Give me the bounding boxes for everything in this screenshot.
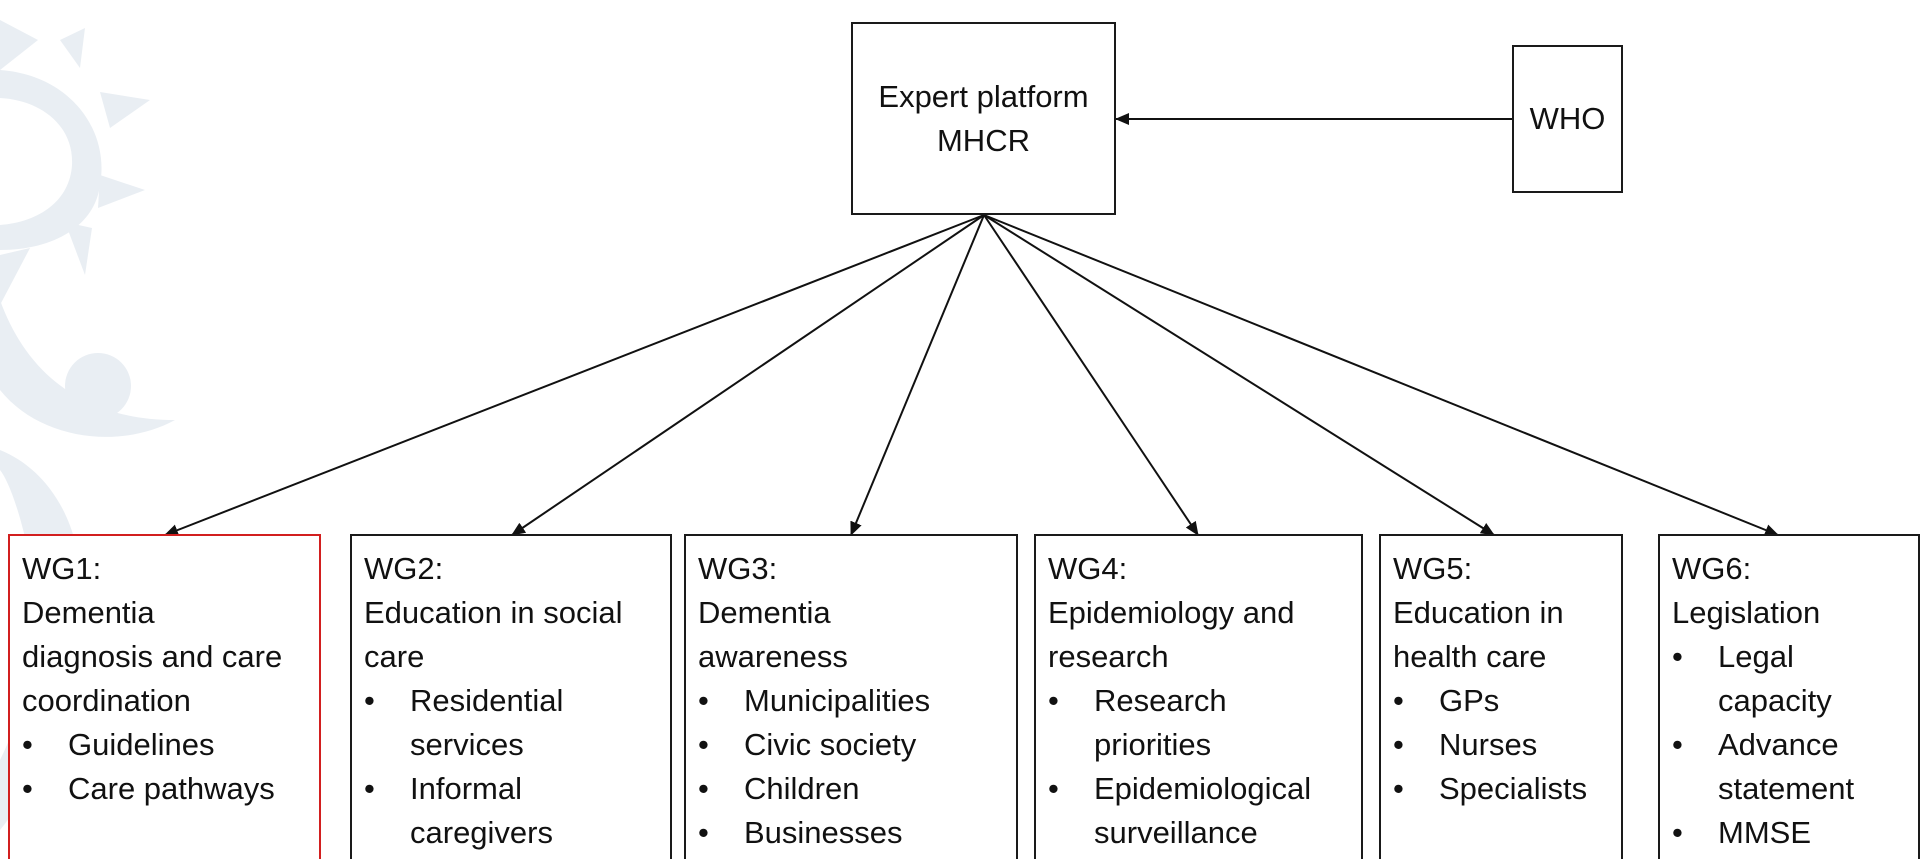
expert-platform-box: Expert platform MHCR (851, 22, 1116, 215)
wg6-item-list: Legal capacity Advance statement MMSE (1672, 635, 1918, 855)
wg3-box: WG3: Dementia awareness Municipalities C… (684, 534, 1018, 859)
wg3-item-text: Businesses (744, 815, 903, 850)
wg5-title-line: health care (1393, 639, 1547, 674)
who-label: WHO (1529, 101, 1606, 136)
wg4-box: WG4: Epidemiology and research Research … (1034, 534, 1363, 859)
wg1-title-line: coordination (22, 683, 191, 718)
wg4-list-item: Research priorities (1048, 679, 1361, 767)
wg3-title-line: Dementia (698, 595, 831, 630)
expert-platform-line2: MHCR (936, 122, 1030, 158)
wg1-list-item: Guidelines (22, 723, 319, 767)
wg6-id: WG6: (1672, 551, 1752, 586)
wg4-item-text: Research (1094, 683, 1227, 718)
wg2-item-text: Residential (410, 683, 564, 718)
wg4-item-list: Research priorities Epidemiological surv… (1048, 679, 1361, 855)
wg5-list-item: GPs (1393, 679, 1621, 723)
arrow-platform-to-wg3 (850, 214, 985, 536)
wg2-item-list: Residential services Informal caregivers (364, 679, 670, 855)
wg1-title-line: diagnosis and care (22, 639, 283, 674)
wg3-list-item: Municipalities (698, 679, 1016, 723)
wg6-list-item: Legal capacity (1672, 635, 1918, 723)
wg3-item-list: Municipalities Civic society Children Bu… (698, 679, 1016, 855)
wg2-title-line: Education in social (364, 595, 623, 630)
expert-platform-line1: Expert platform (878, 78, 1089, 114)
wg2-list-item: Informal caregivers (364, 767, 670, 855)
wg3-list-item: Civic society (698, 723, 1016, 767)
wg4-title-line: research (1048, 639, 1169, 674)
wg4-item-text: Epidemiological (1094, 771, 1312, 806)
wg5-item-text: Nurses (1439, 727, 1538, 762)
wg6-list-item: MMSE (1672, 811, 1918, 855)
wg1-title-line: Dementia (22, 595, 155, 630)
wg5-id: WG5: (1393, 551, 1473, 586)
wg3-id: WG3: (698, 551, 778, 586)
wg2-item-text: Informal (410, 771, 522, 806)
wg2-id: WG2: (364, 551, 444, 586)
wg3-list-item: Children (698, 767, 1016, 811)
wg1-box: WG1: Dementia diagnosis and care coordin… (8, 534, 321, 859)
wg5-list-item: Specialists (1393, 767, 1621, 811)
wg2-title-line: care (364, 639, 425, 674)
wg6-box: WG6: Legislation Legal capacity Advance … (1658, 534, 1920, 859)
wg3-item-text: Civic society (744, 727, 917, 762)
wg3-item-text: Children (744, 771, 860, 806)
wg6-item-text: MMSE (1718, 815, 1811, 850)
wg1-item-list: Guidelines Care pathways (22, 723, 319, 811)
wg6-item-text: Legal (1718, 639, 1794, 674)
who-box: WHO (1512, 45, 1623, 193)
wg6-title-line: Legislation (1672, 595, 1821, 630)
wg1-item-text: Care pathways (68, 771, 275, 806)
wg5-title-line: Education in (1393, 595, 1564, 630)
wg6-list-item: Advance statement (1672, 723, 1918, 811)
wg5-item-text: Specialists (1439, 771, 1588, 806)
arrow-platform-to-wg6 (983, 214, 1779, 536)
wg1-list-item: Care pathways (22, 767, 319, 811)
wg6-item-text: capacity (1718, 683, 1832, 718)
wg1-id: WG1: (22, 551, 102, 586)
expert-platform-label: Expert platform MHCR (878, 75, 1088, 163)
wg5-item-text: GPs (1439, 683, 1500, 718)
wg4-item-text: surveillance (1094, 815, 1258, 850)
wg2-box: WG2: Education in social care Residentia… (350, 534, 672, 859)
wg4-item-text: priorities (1094, 727, 1212, 762)
wg1-item-text: Guidelines (68, 727, 215, 762)
wg4-list-item: Epidemiological surveillance (1048, 767, 1361, 855)
wg4-id: WG4: (1048, 551, 1128, 586)
wg6-item-text: Advance (1718, 727, 1839, 762)
wg2-item-text: services (410, 727, 524, 762)
wg3-list-item: Businesses (698, 811, 1016, 855)
wg5-list-item: Nurses (1393, 723, 1621, 767)
arrow-platform-to-wg2 (511, 214, 985, 536)
wg5-box: WG5: Education in health care GPs Nurses… (1379, 534, 1623, 859)
wg3-title-line: awareness (698, 639, 848, 674)
wg6-item-text: statement (1718, 771, 1855, 806)
wg4-title-line: Epidemiology and (1048, 595, 1295, 630)
wg5-item-list: GPs Nurses Specialists (1393, 679, 1621, 811)
wg3-item-text: Municipalities (744, 683, 931, 718)
wg2-item-text: caregivers (410, 815, 553, 850)
arrow-platform-to-wg4 (983, 214, 1199, 536)
arrow-platform-to-wg1 (164, 214, 985, 536)
arrow-platform-to-wg5 (983, 214, 1495, 536)
wg2-list-item: Residential services (364, 679, 670, 767)
